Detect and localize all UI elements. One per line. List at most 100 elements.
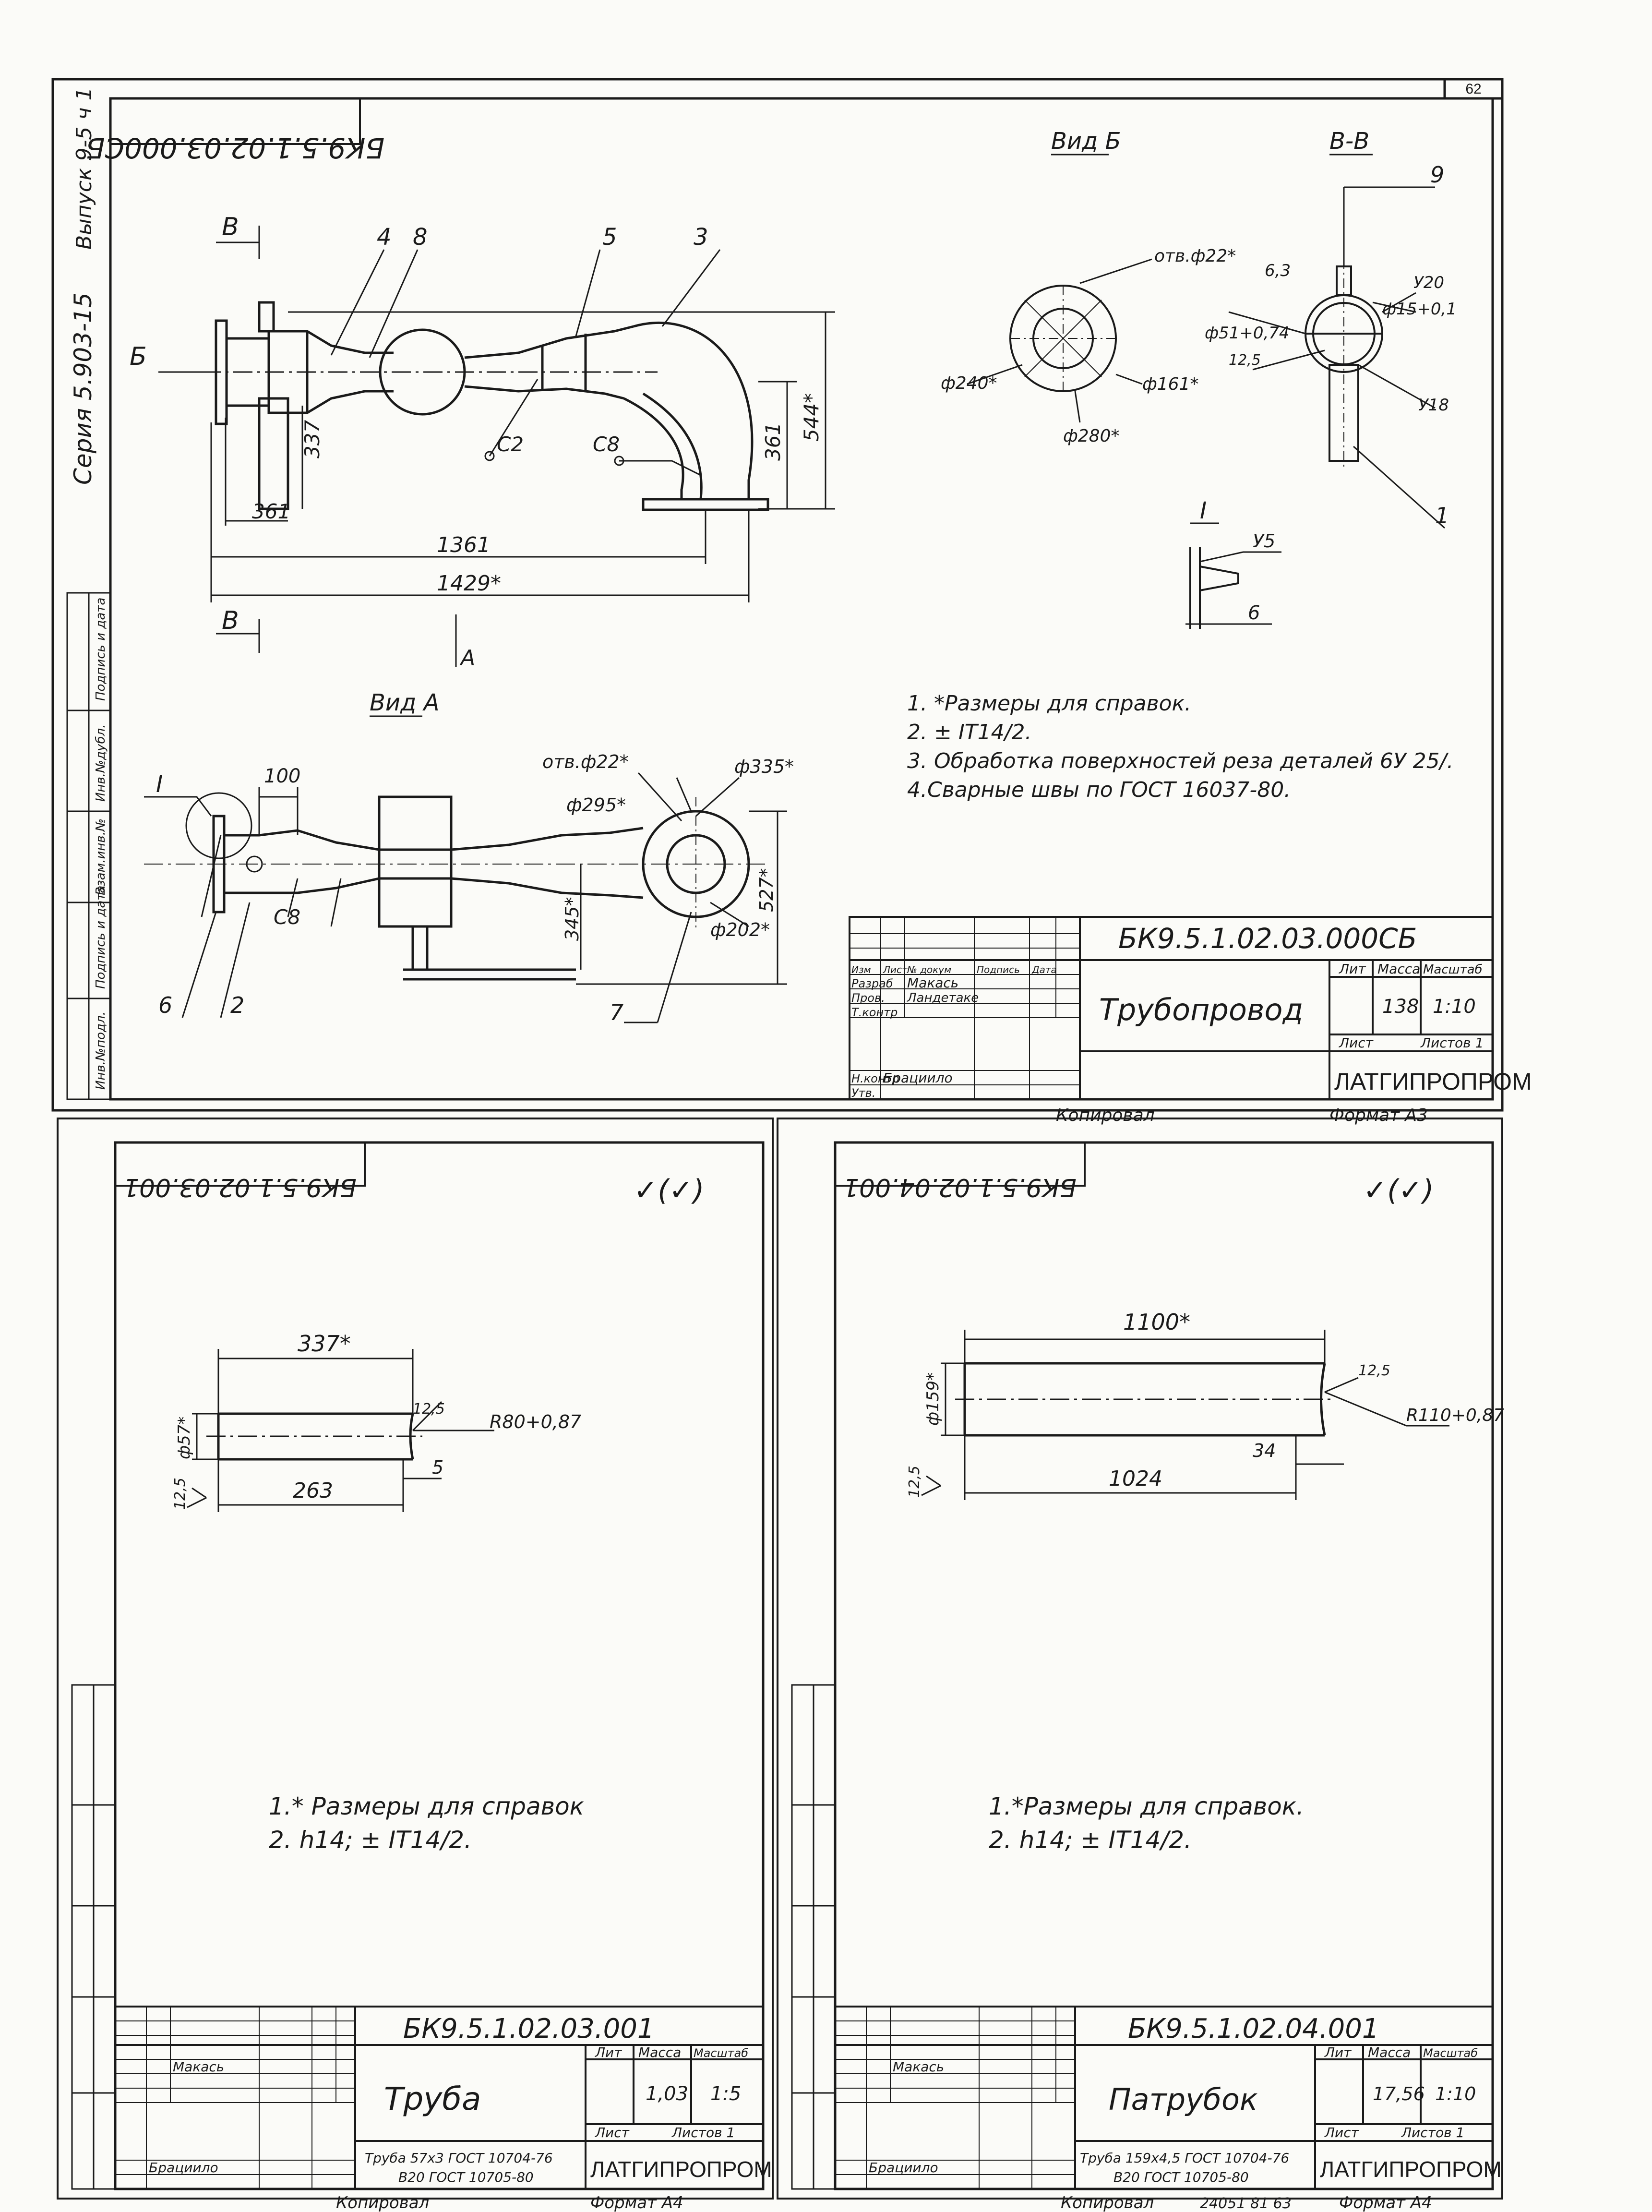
right-tb-lit: Лит: [1324, 2044, 1352, 2060]
main-tb-code: БК9.5.1.02.03.000СБ: [1118, 922, 1417, 955]
pos-9: 9: [1430, 162, 1444, 188]
left-copied: Копировал: [336, 2193, 429, 2212]
main-tb-person-2: Ландетаке: [907, 991, 979, 1005]
main-tb-person-1: Макась: [907, 975, 958, 991]
main-tb-scale-h: Масштаб: [1423, 962, 1483, 977]
strip-sign1: Подпись и дата: [94, 886, 108, 989]
pos-1: 1: [1435, 503, 1449, 529]
left-tb-code: БК9.5.1.02.03.001: [403, 2013, 654, 2044]
left-mirrored-code-box: [114, 1142, 366, 1187]
main-tb-mass-h: Масса: [1377, 961, 1420, 977]
main-left-strip: [66, 592, 111, 1100]
left-tb-sheets: Листов 1: [671, 2125, 735, 2140]
pipeline-main-view: [215, 301, 769, 511]
right-dim-1100: 1100*: [1123, 1309, 1190, 1335]
left-sheet-strip: [71, 1684, 116, 2190]
left-dim-125a: 12,5: [413, 1401, 445, 1418]
detail-i: [1185, 547, 1281, 629]
pos-5: 5: [602, 224, 617, 251]
right-roughness: ✓(✓): [1363, 1174, 1434, 1207]
mark-v-bottom: В: [222, 606, 239, 635]
view-a-detail-ref: I: [156, 771, 163, 798]
view-a-d202: ф202*: [710, 919, 770, 940]
main-tb-role-utv: Утв.: [851, 1086, 875, 1100]
page-number: 62: [1465, 81, 1481, 97]
right-part-dims: [921, 1330, 1449, 1500]
main-tb-role-sign: Подпись: [977, 964, 1020, 975]
mark-v-top: В: [222, 213, 239, 241]
view-b-d280: ф280*: [1063, 426, 1120, 446]
right-tb-org: ЛАТГИПРОПРОМ: [1320, 2157, 1502, 2182]
main-tb-role-nkontr: Н.контр: [851, 1072, 899, 1085]
right-format: Формат А4: [1339, 2193, 1432, 2212]
strip-sign2: Подпись и дата: [94, 598, 108, 701]
weld-c8-a: С8: [274, 905, 300, 929]
left-tb-mass-h: Масса: [638, 2044, 681, 2060]
right-tb-code: БК9.5.1.02.04.001: [1128, 2013, 1379, 2044]
left-tb-person-1: Макась: [173, 2059, 224, 2075]
right-tb-sheets: Листов 1: [1401, 2125, 1464, 2140]
right-dim-r110: R110+0,87: [1406, 1406, 1504, 1425]
section-vv: [1228, 186, 1446, 529]
section-125: 12,5: [1229, 352, 1261, 369]
section-63: 6,3: [1265, 261, 1291, 280]
left-tb-material-2: В20 ГОСТ 10705-80: [398, 2169, 534, 2185]
right-tb-mass-h: Масса: [1368, 2044, 1411, 2060]
view-b-hole: отв.ф22*: [1154, 246, 1236, 266]
left-tb-mass: 1,03: [646, 2083, 688, 2105]
series-label: Серия 5.903-15: [69, 292, 97, 485]
dim-1361: 1361: [437, 533, 491, 557]
right-tb-scale: 1:10: [1435, 2083, 1476, 2104]
strip-dubl: Инв.№дубл.: [94, 724, 108, 802]
left-part-dims: [187, 1349, 494, 1512]
issue-label: Выпуск 9-5 ч 1: [72, 87, 96, 250]
left-dim-d57: ф57*: [175, 1417, 194, 1459]
right-tb-person-1: Макась: [893, 2059, 944, 2075]
left-format: Формат А4: [590, 2193, 683, 2212]
right-tb-sheet: Лист: [1324, 2125, 1359, 2140]
main-tb-role-tkontr: Т.контр: [851, 1006, 898, 1019]
detail-6: 6: [1248, 602, 1260, 624]
left-tb-lit: Лит: [595, 2044, 622, 2060]
view-b-flange: [967, 258, 1152, 423]
view-a-345: 345*: [562, 897, 583, 941]
left-dim-r80: R80+0,87: [490, 1411, 581, 1432]
section-u18: У18: [1418, 396, 1449, 415]
left-tb-sheet: Лист: [595, 2125, 630, 2140]
main-tb-lit: Лит: [1339, 961, 1366, 977]
right-mirrored-code-box: [834, 1142, 1086, 1187]
view-b-d161: ф161*: [1142, 374, 1199, 394]
view-b-d240: ф240*: [941, 373, 997, 393]
main-tb-org: ЛАТГИПРОПРОМ: [1334, 1068, 1532, 1095]
right-title-block: [834, 2006, 1494, 2190]
left-dim-5: 5: [432, 1457, 443, 1478]
main-tb-person-3: Брациило: [883, 1070, 953, 1086]
right-dim-34: 34: [1253, 1440, 1276, 1461]
left-tb-scale-h: Масштаб: [694, 2046, 748, 2060]
pos-4: 4: [377, 224, 392, 251]
view-a-d295: ф295*: [566, 794, 626, 816]
section-u20: У20: [1413, 273, 1444, 292]
weld-c2: С2: [497, 433, 524, 456]
strip-inv: Инв.№подл.: [94, 1011, 108, 1090]
section-d51: ф51+0,74: [1205, 324, 1290, 343]
right-dim-125b: 12,5: [906, 1466, 923, 1498]
left-tb-person-2: Брациило: [149, 2160, 218, 2176]
main-note-3: 3. Обработка поверхностей реза деталей 6…: [907, 749, 1453, 773]
main-tb-role-list: Лист: [883, 964, 908, 975]
dim-544: 544*: [800, 393, 823, 442]
left-tb-scale: 1:5: [710, 2083, 741, 2105]
view-a-hole: отв.ф22*: [542, 751, 629, 772]
right-note-2: 2. h14; ± IT14/2.: [989, 1826, 1192, 1854]
left-mirrored-code: БК9.5.1.02.03.001: [123, 1173, 357, 1202]
left-note-1: 1.* Размеры для справок: [269, 1792, 584, 1820]
left-sheet-outer: [57, 1118, 774, 2200]
right-dim-125a: 12,5: [1358, 1362, 1390, 1379]
right-tb-mass: 17,56: [1373, 2083, 1425, 2104]
main-tb-sheets: Листов 1: [1420, 1035, 1484, 1051]
pos-7: 7: [610, 999, 623, 1025]
main-tb-sheet: Лист: [1339, 1035, 1374, 1051]
right-dim-d159: ф159*: [923, 1372, 943, 1426]
